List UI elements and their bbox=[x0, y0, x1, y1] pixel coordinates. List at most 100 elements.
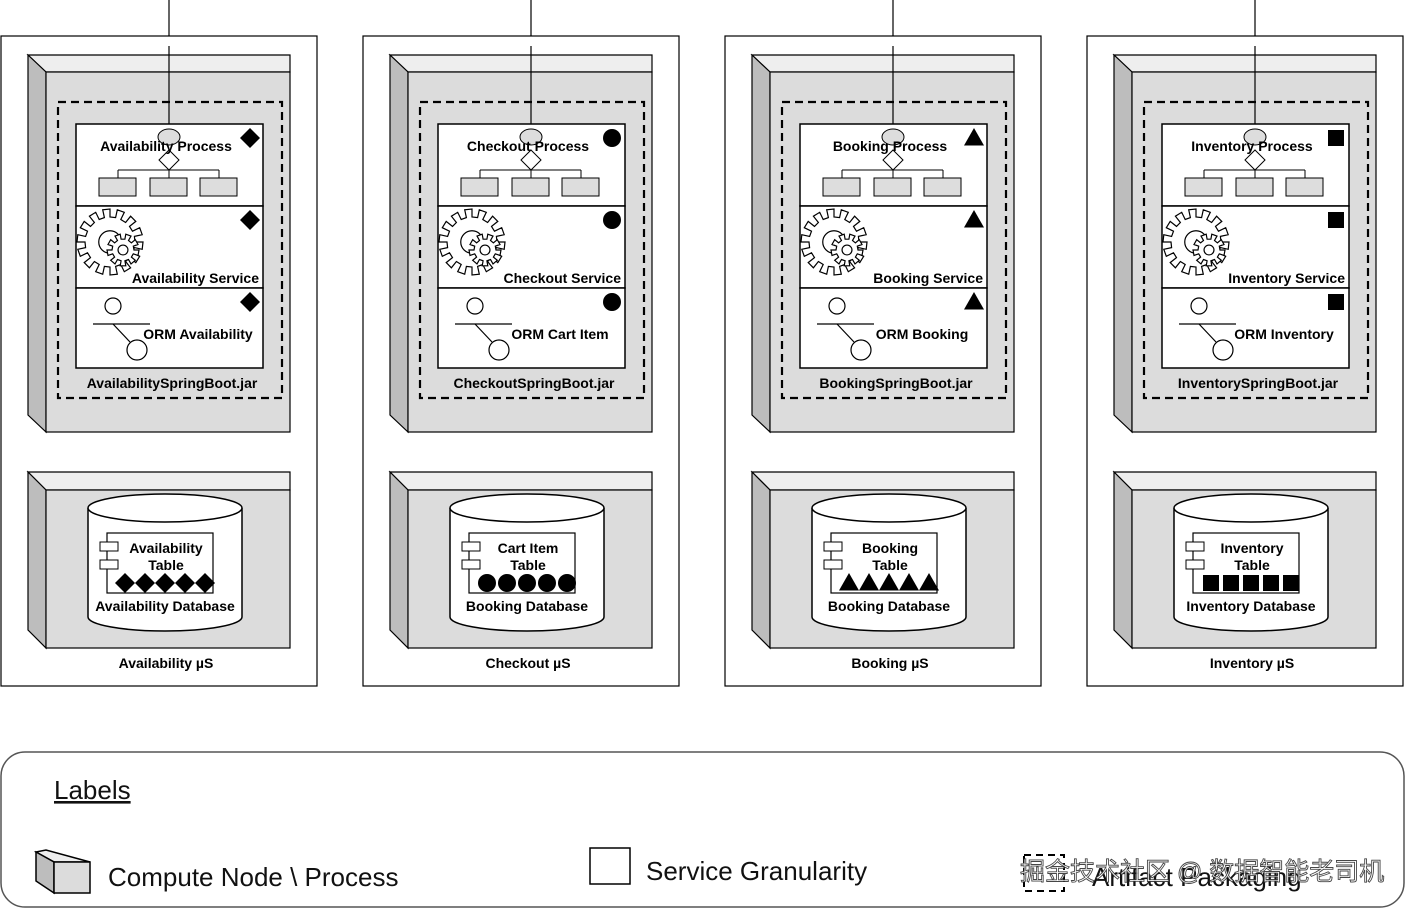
jar-label: CheckoutSpringBoot.jar bbox=[453, 375, 615, 391]
legend-compute-node-icon bbox=[33, 849, 91, 895]
process-label: Availability Process bbox=[100, 138, 232, 154]
component-port-icon bbox=[461, 559, 481, 570]
legend-frame bbox=[0, 751, 1405, 908]
compute-node-side bbox=[1113, 470, 1133, 650]
gear-hub-icon bbox=[841, 244, 853, 256]
component-port-icon bbox=[823, 541, 843, 552]
process-step-icon bbox=[1184, 177, 1223, 197]
compute-node-db bbox=[26, 470, 291, 650]
process-step-icon bbox=[98, 177, 137, 197]
orm-entity-icon bbox=[850, 339, 872, 361]
jar-label: AvailabilitySpringBoot.jar bbox=[87, 375, 258, 391]
table-marker-icon bbox=[839, 573, 859, 591]
orm-node-icon bbox=[828, 297, 846, 315]
process-step-icon bbox=[923, 177, 962, 197]
table-label: Table bbox=[1234, 557, 1270, 573]
process-step-icon bbox=[1285, 177, 1324, 197]
process-step-icon bbox=[873, 177, 912, 197]
compute-node-side bbox=[751, 53, 771, 434]
process-start-icon bbox=[519, 128, 543, 146]
orm-link-line bbox=[474, 323, 493, 343]
orm-box bbox=[437, 287, 626, 369]
table-marker-icon bbox=[1263, 575, 1279, 591]
microservice-label: Checkout µS bbox=[485, 655, 570, 671]
legend-panel: Labels Compute Node \ Process Service Gr… bbox=[0, 751, 1405, 908]
service-label: Checkout Service bbox=[504, 270, 622, 286]
microservice-label: Booking µS bbox=[851, 655, 928, 671]
table-marker-icon bbox=[1223, 575, 1239, 591]
process-label: Inventory Process bbox=[1191, 138, 1313, 154]
process-step-icon bbox=[511, 177, 550, 197]
orm-label: ORM Availability bbox=[143, 326, 253, 342]
jar-label: BookingSpringBoot.jar bbox=[819, 375, 973, 391]
table-label: Table bbox=[510, 557, 546, 573]
table-marker-icon bbox=[155, 573, 175, 593]
table-marker-icon bbox=[478, 574, 496, 592]
compute-node-top bbox=[1112, 471, 1377, 491]
database-top-icon bbox=[449, 493, 605, 523]
component-port-icon bbox=[99, 559, 119, 570]
compute-node-side bbox=[389, 53, 409, 434]
granularity-marker-icon bbox=[240, 210, 260, 230]
process-step-icon bbox=[149, 177, 188, 197]
process-step-icon bbox=[199, 177, 238, 197]
compute-node-top bbox=[388, 54, 653, 73]
legend-title: Labels bbox=[54, 775, 131, 805]
artifact-packaging-box bbox=[56, 100, 284, 400]
legend-service-granularity-label: Service Granularity bbox=[646, 856, 867, 886]
orm-label: ORM Inventory bbox=[1234, 326, 1334, 342]
component-port-icon bbox=[1185, 559, 1205, 570]
legend-compute-node-label: Compute Node \ Process bbox=[108, 862, 398, 892]
table-marker-icon bbox=[115, 573, 135, 593]
process-step-icon bbox=[561, 177, 600, 197]
orm-node-icon bbox=[1190, 297, 1208, 315]
watermark: 掘金技术社区 @ 数据智能老司机 bbox=[1020, 858, 1384, 886]
compute-node-side bbox=[27, 53, 47, 434]
table-marker-icon bbox=[518, 574, 536, 592]
granularity-marker-icon bbox=[964, 292, 984, 310]
orm-link-line bbox=[112, 323, 131, 343]
table-marker-icon bbox=[919, 573, 939, 591]
service-label: Availability Service bbox=[132, 270, 259, 286]
database-label: Booking Database bbox=[466, 598, 588, 614]
compute-node-top bbox=[26, 471, 291, 491]
compute-node-top bbox=[388, 471, 653, 491]
table-label: Availability bbox=[129, 540, 203, 556]
table-marker-icon bbox=[899, 573, 919, 591]
table-marker-icon bbox=[538, 574, 556, 592]
orm-node-icon bbox=[466, 297, 484, 315]
database-top-icon bbox=[87, 493, 243, 523]
granularity-marker-icon bbox=[1328, 294, 1344, 310]
granularity-marker-icon bbox=[240, 128, 260, 148]
process-label: Booking Process bbox=[833, 138, 948, 154]
service-label: Booking Service bbox=[873, 270, 983, 286]
table-marker-icon bbox=[1203, 575, 1219, 591]
table-marker-icon bbox=[498, 574, 516, 592]
process-step-icon bbox=[822, 177, 861, 197]
table-marker-icon bbox=[175, 573, 195, 593]
process-start-icon bbox=[157, 128, 181, 146]
table-label: Table bbox=[148, 557, 184, 573]
component-port-icon bbox=[99, 541, 119, 552]
granularity-marker-icon bbox=[603, 293, 621, 311]
component-port-icon bbox=[461, 541, 481, 552]
process-start-icon bbox=[881, 128, 905, 146]
component-port-icon bbox=[823, 559, 843, 570]
service-label: Inventory Service bbox=[1228, 270, 1345, 286]
database-label: Booking Database bbox=[828, 598, 950, 614]
compute-node-side bbox=[389, 470, 409, 650]
artifact-packaging-box bbox=[1142, 100, 1370, 400]
compute-node-top bbox=[1112, 54, 1377, 73]
process-step-icon bbox=[1235, 177, 1274, 197]
process-label: Checkout Process bbox=[467, 138, 589, 154]
granularity-marker-icon bbox=[1328, 212, 1344, 228]
table-marker-icon bbox=[195, 573, 215, 593]
microservice-label: Inventory µS bbox=[1210, 655, 1294, 671]
orm-node-icon bbox=[104, 297, 122, 315]
granularity-marker-icon bbox=[240, 292, 260, 312]
database-label: Availability Database bbox=[95, 598, 235, 614]
process-start-icon bbox=[1243, 128, 1267, 146]
